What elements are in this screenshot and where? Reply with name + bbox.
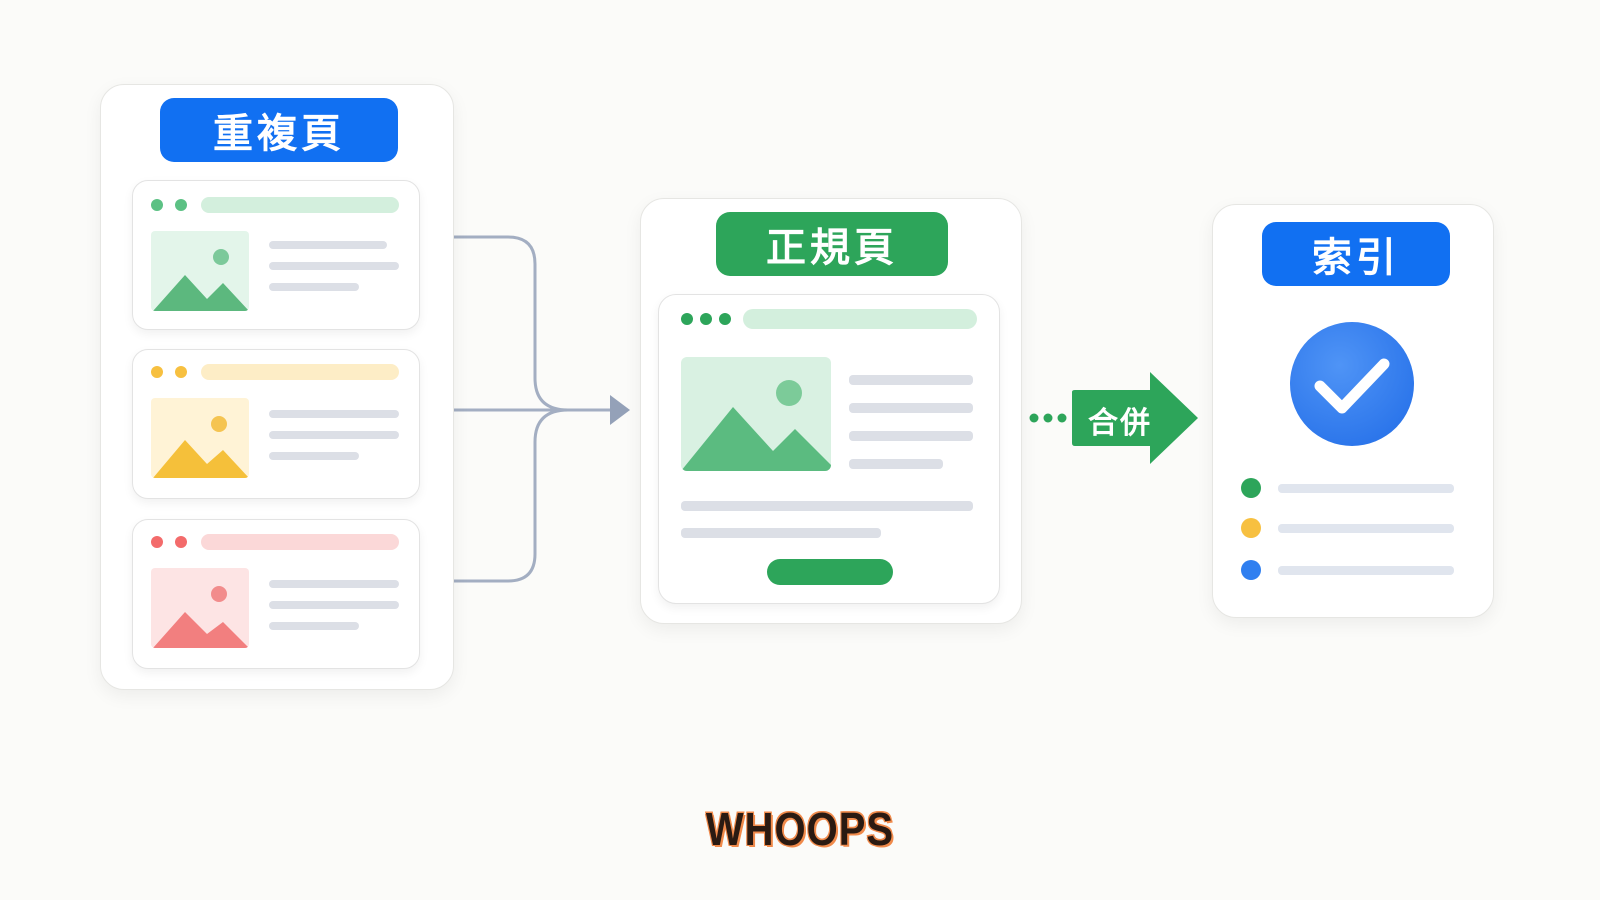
merge-dot-1	[1029, 413, 1039, 423]
text-line	[269, 622, 359, 630]
text-line	[269, 241, 387, 249]
whoops-text: WHOOPS	[705, 804, 895, 856]
text-line	[269, 601, 399, 609]
text-line	[269, 410, 399, 418]
text-line	[849, 403, 973, 413]
text-line	[849, 375, 973, 385]
window-dot	[151, 536, 163, 548]
action-button-placeholder	[767, 559, 893, 585]
merge-dot-3	[1057, 413, 1067, 423]
window-dot	[175, 366, 187, 378]
index-list-dot-yellow	[1241, 518, 1261, 538]
window-dot	[700, 313, 712, 325]
index-list-line	[1278, 484, 1454, 493]
merge-arrow-shape	[1072, 372, 1198, 464]
address-bar	[201, 534, 399, 550]
text-line	[681, 501, 973, 511]
address-bar	[201, 197, 399, 213]
text-line	[849, 459, 943, 469]
index-list-dot-green	[1241, 478, 1261, 498]
window-dot	[681, 313, 693, 325]
canonical-page-card	[658, 294, 1000, 604]
canonical-page-title: 正規頁	[716, 212, 948, 276]
image-placeholder-icon	[151, 398, 249, 478]
text-line	[681, 528, 881, 538]
window-dot	[151, 199, 163, 211]
image-placeholder-icon	[681, 357, 831, 471]
duplicate-page-card-green	[132, 180, 420, 330]
address-bar	[743, 309, 977, 329]
text-line	[849, 431, 973, 441]
text-line	[269, 580, 399, 588]
address-bar	[201, 364, 399, 380]
index-list-line	[1278, 566, 1454, 575]
duplicate-pages-title: 重複頁	[160, 98, 398, 162]
check-circle-icon	[1288, 320, 1416, 448]
text-line	[269, 262, 399, 270]
index-title: 索引	[1262, 222, 1450, 286]
merge-dot-2	[1043, 413, 1053, 423]
window-dot	[175, 536, 187, 548]
text-line	[269, 283, 359, 291]
text-line	[269, 431, 399, 439]
connector-bottom	[412, 408, 569, 583]
duplicate-page-card-red	[132, 519, 420, 669]
image-placeholder-icon	[151, 568, 249, 648]
duplicate-page-card-yellow	[132, 349, 420, 499]
index-list-dot-blue	[1241, 560, 1261, 580]
index-list-line	[1278, 524, 1454, 533]
image-placeholder-icon	[151, 231, 249, 311]
window-dot	[175, 199, 187, 211]
connector-arrowhead	[610, 395, 630, 425]
connector-top	[412, 235, 612, 412]
merge-label: 合併	[1088, 406, 1152, 441]
window-dot	[151, 366, 163, 378]
text-line	[269, 452, 359, 460]
window-dot	[719, 313, 731, 325]
